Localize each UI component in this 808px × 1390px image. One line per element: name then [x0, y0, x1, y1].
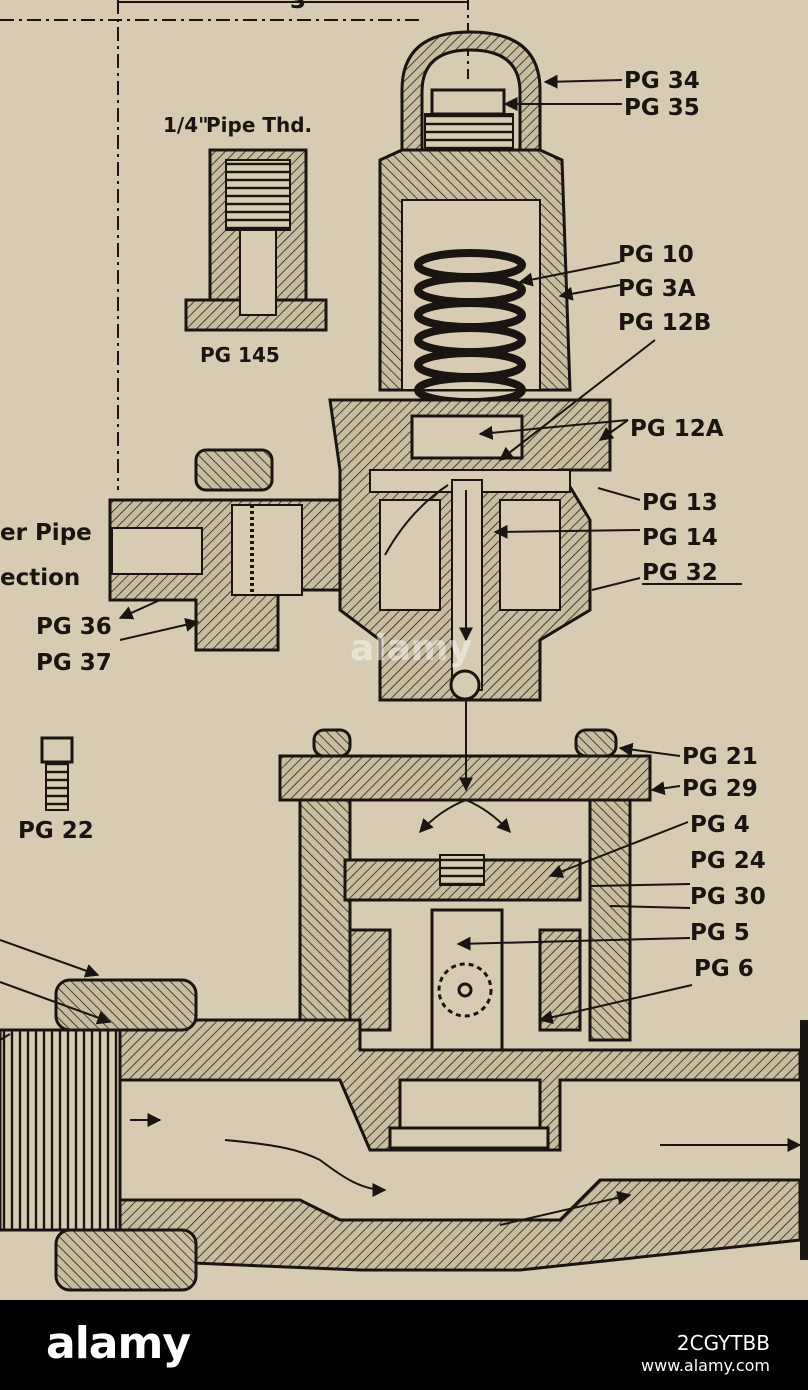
spring-cap — [378, 30, 572, 392]
pipe-body — [0, 978, 808, 1292]
label-pg10: PG 10 — [618, 242, 694, 268]
flow-arrows — [130, 484, 802, 1226]
label-pg12a: PG 12A — [630, 416, 724, 442]
pipe-thread-fraction: 1/4" — [163, 113, 209, 137]
label-pg21: PG 21 — [682, 744, 758, 770]
side-connection — [108, 448, 342, 652]
label-pg22: PG 22 — [18, 818, 94, 844]
label-pg12b: PG 12B — [618, 310, 711, 336]
label-pg14: PG 14 — [642, 525, 718, 551]
valve-cross-section-diagram: 3 1/4" Pipe Thd. PG 145 — [0, 0, 808, 1292]
watermark-text: alamy — [350, 628, 472, 669]
upper-body — [328, 398, 612, 702]
spring — [414, 249, 526, 406]
valve-bonnet — [278, 728, 652, 1052]
label-pg5: PG 5 — [690, 920, 750, 946]
label-pg32: PG 32 — [642, 560, 718, 586]
label-pg13: PG 13 — [642, 490, 718, 516]
diagram-stage: 3 1/4" Pipe Thd. PG 145 — [0, 0, 808, 1292]
label-pg24: PG 24 — [690, 848, 766, 874]
label-pg3a: PG 3A — [618, 276, 696, 302]
label-pg6: PG 6 — [694, 956, 754, 982]
label-pg36: PG 36 — [36, 614, 112, 640]
footer-logo[interactable]: alamy — [46, 1318, 191, 1369]
dimension-label: 3 — [290, 0, 306, 14]
label-pg35: PG 35 — [624, 95, 700, 121]
label-pg37: PG 37 — [36, 650, 112, 676]
leader-lines — [0, 74, 693, 1041]
label-pg29: PG 29 — [682, 776, 758, 802]
part-labels: PG 34 PG 35 PG 10 PG 3A PG 12B PG 12A PG… — [36, 68, 766, 982]
pipe-thread-fitting — [184, 148, 328, 332]
label-pg4: PG 4 — [690, 812, 750, 838]
label-pg145: PG 145 — [200, 343, 280, 367]
plug-pg22 — [40, 736, 74, 811]
footer-url[interactable]: www.alamy.com — [641, 1356, 770, 1375]
footer-bar: alamy 2CGYTBB www.alamy.com — [0, 1300, 808, 1390]
image-code: 2CGYTBB — [676, 1331, 770, 1355]
connection-label-line2: ection — [0, 565, 80, 591]
label-pg34: PG 34 — [624, 68, 700, 94]
label-pg30: PG 30 — [690, 884, 766, 910]
pipe-thread-text: Pipe Thd. — [206, 113, 312, 137]
connection-label-line1: er Pipe — [0, 520, 92, 546]
